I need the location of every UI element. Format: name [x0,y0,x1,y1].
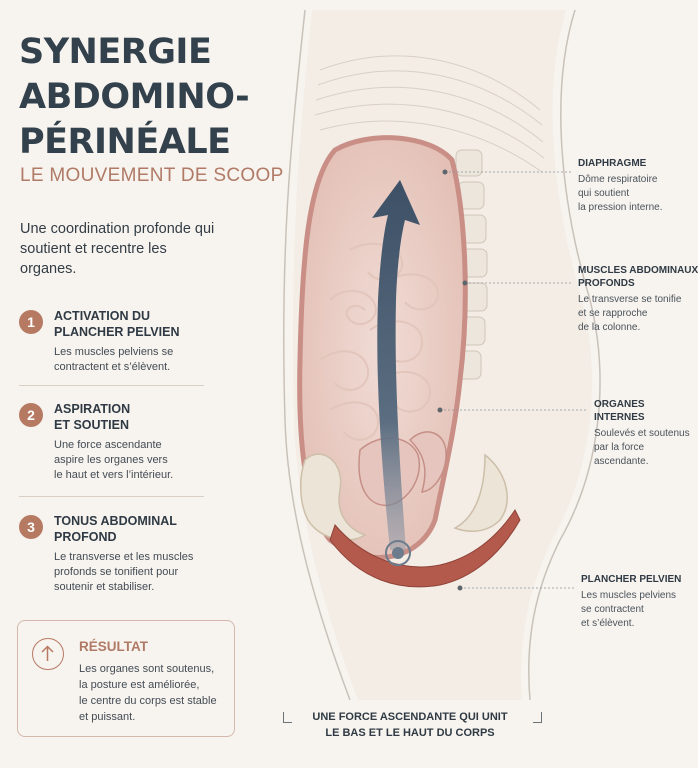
step-text-3: Le transverse et les muscles profonds se… [54,551,194,593]
title-line-3: PÉRINÉALE [19,122,231,162]
step-3: 3 TONUS ABDOMINAL PROFOND Le transverse … [19,514,209,595]
result-text: Les organes sont soutenus, la posture es… [79,663,217,723]
bottom-caption: UNE FORCE ASCENDANTE QUI UNIT LE BAS ET … [312,711,508,739]
label-diaphragme: DIAPHRAGME Dôme respiratoire qui soutien… [578,157,698,215]
step-number-3: 3 [19,515,43,539]
body-outline-back [528,9,601,700]
intro-text: Une coordination profonde qui soutient e… [20,221,215,277]
page-title: SYNERGIE ABDOMINO- PÉRINÉALE [19,30,279,165]
divider [19,496,204,497]
upward-arrow [372,180,420,550]
title-line-1: SYNERGIE [19,32,212,72]
step-text-2: Une force ascendante aspire les organes … [54,439,174,481]
result-title: RÉSULTAT [79,639,148,654]
divider [19,385,204,386]
label-plancher: PLANCHER PELVIEN Les muscles pelviens se… [581,573,698,631]
step-2: 2 ASPIRATION ET SOUTIEN Une force ascend… [19,402,209,483]
label-title-plancher: PLANCHER PELVIEN [581,574,682,585]
step-number-2: 2 [19,403,43,427]
leader-lines [440,171,588,589]
arrow-origin [385,540,411,566]
arrow-up-circle-icon [32,638,64,670]
body-outline-front [282,9,351,700]
caption-bracket-right [533,712,542,723]
label-title-muscles: MUSCLES ABDOMINAUX PROFONDS [578,265,698,289]
caption-bracket-left [283,712,292,723]
pelvic-floor [329,509,521,588]
subtitle: LE MOUVEMENT DE SCOOP [20,165,284,186]
label-title-organes: ORGANES INTERNES [594,399,645,423]
label-title-diaphragme: DIAPHRAGME [578,158,647,169]
step-title-1: ACTIVATION DU PLANCHER PELVIEN [54,309,180,339]
abdomen-illustration [282,9,601,700]
step-1: 1 ACTIVATION DU PLANCHER PELVIEN Les mus… [19,309,209,373]
label-text-plancher: Les muscles pelviens se contractent et s… [581,590,677,629]
pelvis [300,453,508,541]
rib-lines [314,55,545,173]
step-title-3: TONUS ABDOMINAL PROFOND [54,514,177,544]
label-text-diaphragme: Dôme respiratoire qui soutient la pressi… [578,174,663,213]
label-text-organes: Soulevés et soutenus par la force ascend… [594,428,690,467]
step-number-1: 1 [19,310,43,334]
result-box: RÉSULTAT Les organes sont soutenus, la p… [17,620,235,737]
label-muscles: MUSCLES ABDOMINAUX PROFONDS Le transvers… [578,264,698,335]
step-text-1: Les muscles pelviens se contractent et s… [54,346,174,373]
step-title-2: ASPIRATION ET SOUTIEN [54,402,131,432]
title-line-2: ABDOMINO- [19,77,250,117]
label-text-muscles: Le transverse se tonifie et se rapproche… [578,294,682,333]
leader-dots [437,169,468,591]
label-organes: ORGANES INTERNES Soulevés et soutenus pa… [594,398,698,469]
